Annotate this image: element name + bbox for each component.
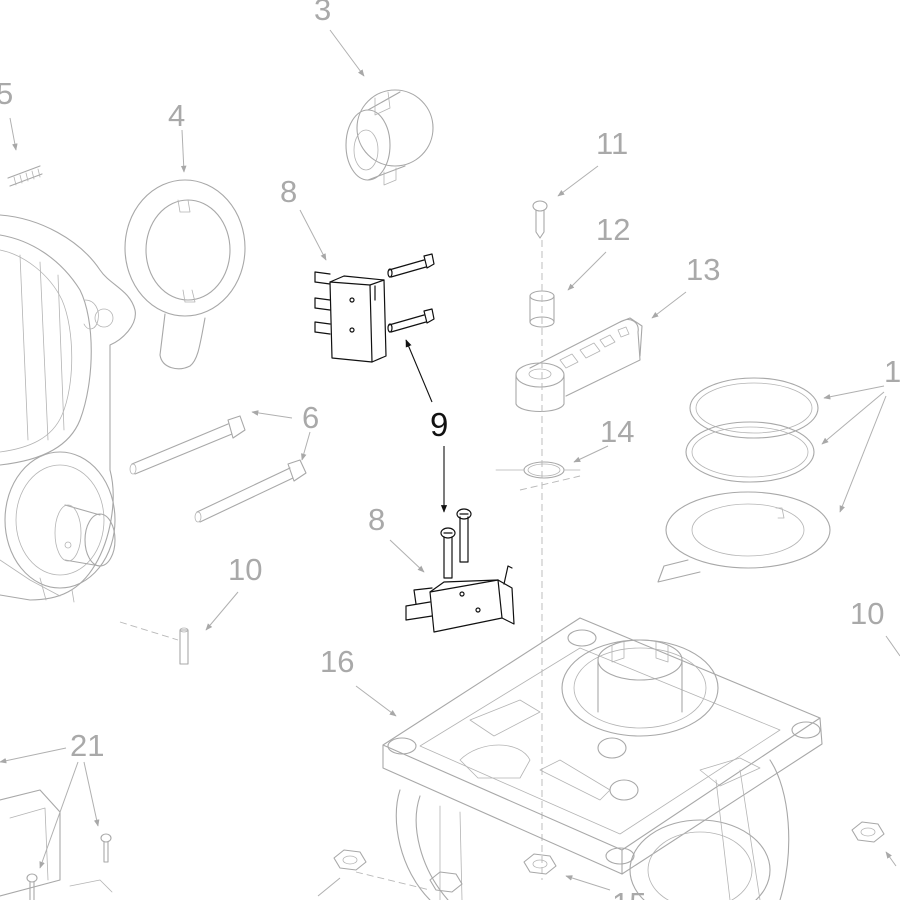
hex-nuts [317,821,897,897]
part-12-bushing [529,251,607,328]
part-21-group [0,747,113,900]
left-housing [0,214,136,603]
part-9-screws-upper [387,253,435,333]
part-8-micro-switch-upper [299,209,387,363]
callout-8-lower: 8 [368,502,385,537]
part-16-base-housing [355,617,823,875]
part-11-screw [532,165,599,239]
callout-9-leaders [405,339,448,513]
part-6-screws [129,410,311,523]
callout-16: 16 [320,644,354,679]
part-10-pin-left [119,591,239,665]
part-8-micro-switch-lower [389,539,515,633]
callout-15-bottom: 15 [612,886,646,900]
motor-body [395,759,790,900]
callout-9: 9 [430,406,448,443]
callout-11: 11 [596,126,628,161]
callout-8-upper: 8 [280,174,297,209]
part-10-pin-right [885,635,900,657]
callout-6: 6 [302,400,319,435]
part-gaskets-right [657,377,887,583]
callout-14: 14 [600,414,634,449]
callout-21: 21 [70,728,104,763]
part-5-spring [7,117,43,187]
part-13-lever [515,291,687,413]
part-4-cam-plate [124,129,246,370]
part-14-ring [495,445,609,491]
part-9-screws-lower [440,508,472,579]
callout-4: 4 [168,98,185,133]
callout-5: 5 [0,76,13,111]
callout-10-left: 10 [228,552,262,587]
callout-15-partial: 15 [884,354,900,389]
part-3-coupling [329,29,434,186]
callout-3: 3 [314,0,331,27]
callout-10-right: 10 [850,596,884,631]
callout-13: 13 [686,252,720,287]
callout-12: 12 [596,212,630,247]
